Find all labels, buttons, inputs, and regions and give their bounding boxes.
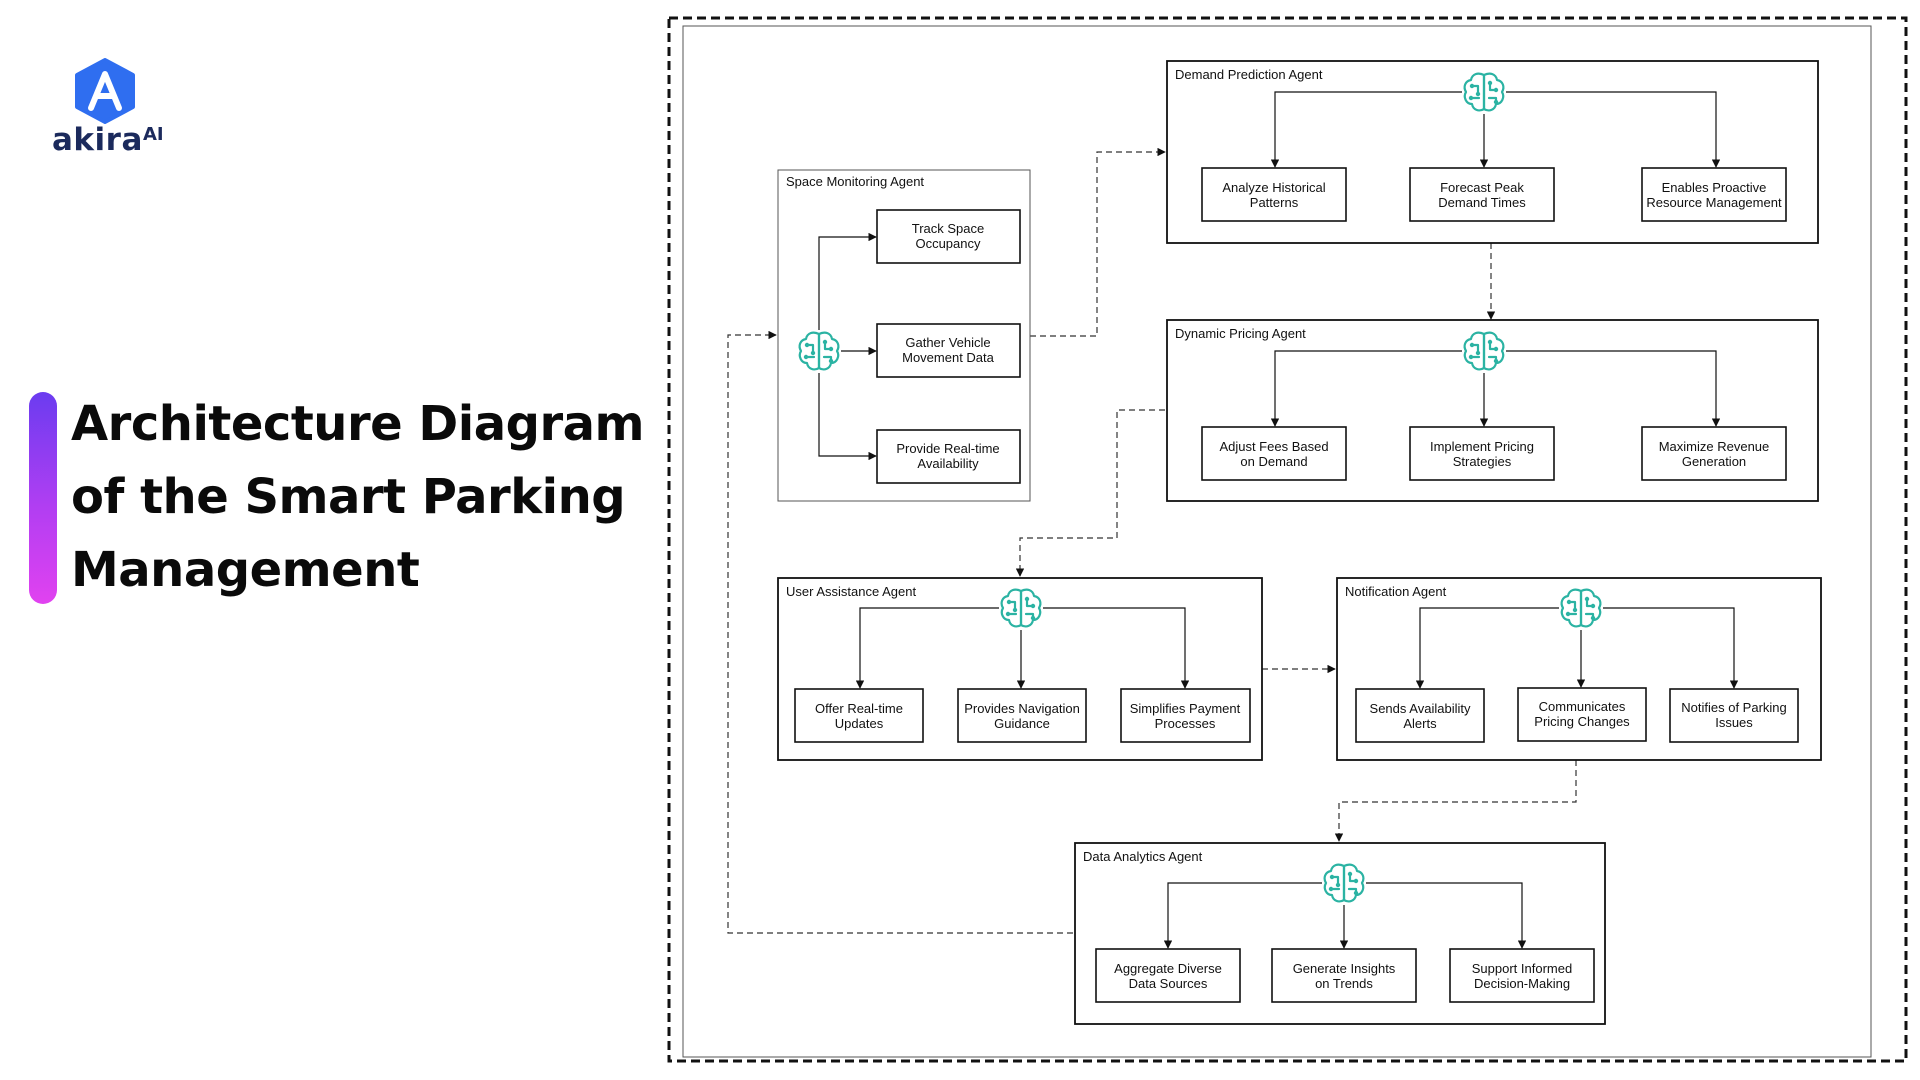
agent-title: Dynamic Pricing Agent xyxy=(1175,326,1306,341)
task-label: Provides Navigation xyxy=(964,701,1080,716)
task-label: Demand Times xyxy=(1438,195,1526,210)
task-label: on Trends xyxy=(1315,976,1373,991)
task-label: Maximize Revenue xyxy=(1659,439,1770,454)
task-label: Availability xyxy=(917,456,979,471)
task-label: Patterns xyxy=(1250,195,1299,210)
connector-analytics-to-space xyxy=(727,330,1073,934)
task-label: Implement Pricing xyxy=(1430,439,1534,454)
agent-demand-prediction: Demand Prediction Agent Analyze Historic… xyxy=(1166,60,1819,244)
task-label: Support Informed xyxy=(1472,961,1572,976)
task-label: Movement Data xyxy=(902,350,995,365)
diagram-inner-frame xyxy=(682,25,1872,1058)
agent-title: User Assistance Agent xyxy=(786,584,916,599)
brand-name: akira xyxy=(52,122,143,158)
task-label: Track Space xyxy=(912,221,985,236)
task-label: Decision-Making xyxy=(1474,976,1570,991)
task-label: Simplifies Payment xyxy=(1130,701,1241,716)
task-label: Communicates xyxy=(1539,699,1626,714)
agent-title: Data Analytics Agent xyxy=(1083,849,1203,864)
agent-title: Notification Agent xyxy=(1345,584,1447,599)
task-label: Aggregate Diverse xyxy=(1114,961,1222,976)
akira-logo xyxy=(75,58,135,124)
task-label: Adjust Fees Based xyxy=(1219,439,1328,454)
task-label: Processes xyxy=(1155,716,1216,731)
task-label: Notifies of Parking xyxy=(1681,700,1787,715)
task-label: Strategies xyxy=(1453,454,1512,469)
task-label: Provide Real-time xyxy=(896,441,999,456)
task-label: Sends Availability xyxy=(1370,701,1471,716)
logo-letter-a xyxy=(88,71,122,111)
task-label: Issues xyxy=(1715,715,1753,730)
task-label: on Demand xyxy=(1240,454,1307,469)
task-label: Enables Proactive xyxy=(1662,180,1767,195)
task-label: Gather Vehicle xyxy=(905,335,990,350)
task-label: Generation xyxy=(1682,454,1746,469)
page-title-line: Architecture Diagram xyxy=(71,396,645,452)
task-label: Analyze Historical xyxy=(1222,180,1325,195)
brand-suffix: AI xyxy=(143,124,164,145)
task-label: Updates xyxy=(835,716,884,731)
agent-title: Demand Prediction Agent xyxy=(1175,67,1323,82)
task-label: Pricing Changes xyxy=(1534,714,1630,729)
connector-pricing-to-user xyxy=(1015,409,1165,577)
task-label: Guidance xyxy=(994,716,1050,731)
task-label: Occupancy xyxy=(915,236,981,251)
page-title-line: of the Smart Parking xyxy=(71,469,626,525)
page-title-line: Management xyxy=(71,542,420,598)
task-label: Alerts xyxy=(1403,716,1437,731)
task-label: Forecast Peak xyxy=(1440,180,1524,195)
task-label: Data Sources xyxy=(1129,976,1208,991)
connector-notification-to-analytics xyxy=(1334,760,1577,842)
connector-space-to-demand xyxy=(1030,147,1166,337)
diagram-outer-frame xyxy=(667,16,1908,1063)
title-accent-bar xyxy=(29,392,57,604)
page-title: Architecture Diagram of the Smart Parkin… xyxy=(71,388,645,607)
agent-title: Space Monitoring Agent xyxy=(786,174,924,189)
task-label: Generate Insights xyxy=(1293,961,1396,976)
task-label: Resource Management xyxy=(1646,195,1782,210)
task-label: Offer Real-time xyxy=(815,701,903,716)
